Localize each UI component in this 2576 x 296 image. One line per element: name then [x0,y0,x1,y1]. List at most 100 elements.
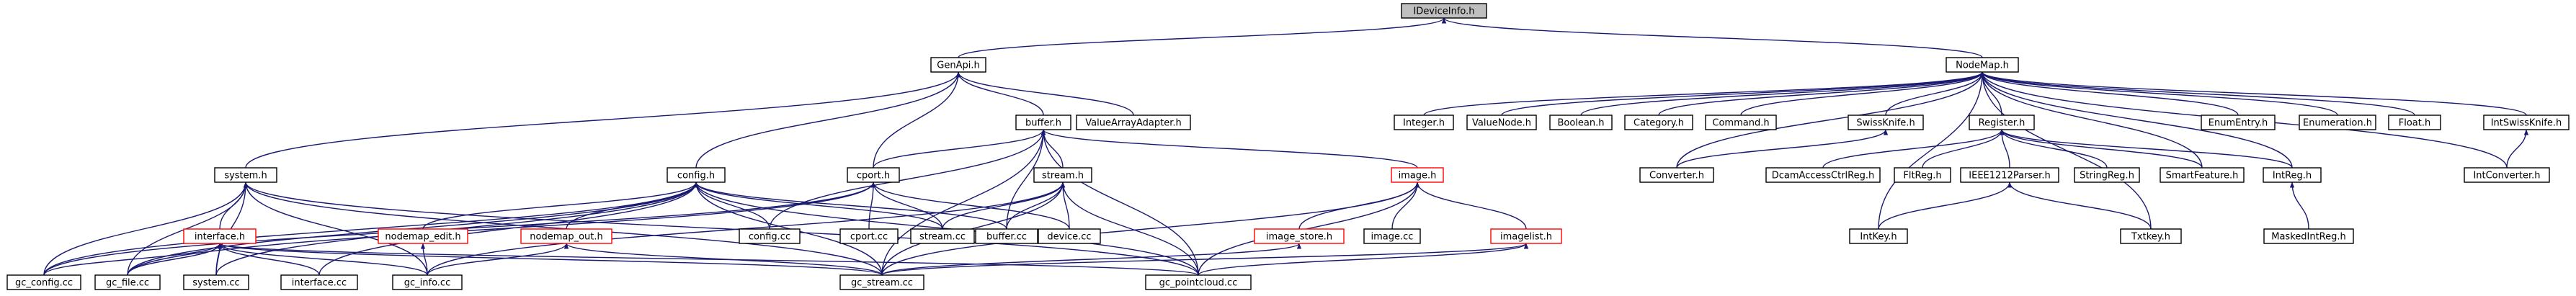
node-cport[interactable]: cport.h [847,167,900,183]
node-label: image_store.h [1266,232,1332,243]
node-box [214,167,277,183]
node-box [1960,167,2059,183]
edge-enumentry-to-nodemap [1979,71,2239,116]
node-dcamaccessctrlreg[interactable]: DcamAccessCtrlReg.h [1765,167,1881,183]
node-category[interactable]: Category.h [1624,115,1693,130]
node-gc-pointcloud-cc[interactable]: gc_pointcloud.cc [1145,274,1252,290]
node-device-cc[interactable]: device.cc [1038,228,1101,244]
edge-interface-cc-to-interface [217,243,320,276]
node-imagelist[interactable]: imagelist.h [1490,228,1562,244]
node-box [839,228,899,244]
edge-nodemap-to-ideviceinfo [1442,17,1983,58]
edge-stream-cc-to-stream [942,181,1066,230]
node-box [2074,167,2140,183]
node-image-store[interactable]: image_store.h [1254,228,1345,244]
node-label: IntConverter.h [2473,171,2540,181]
node-converter[interactable]: Converter.h [1639,167,1714,183]
node-box [1946,57,2019,73]
node-fltreg[interactable]: FltReg.h [1894,167,1951,183]
node-config[interactable]: config.h [667,167,726,183]
node-nodemap-edit[interactable]: nodemap_edit.h [378,228,468,244]
node-integer[interactable]: Integer.h [1394,115,1454,130]
node-intreg[interactable]: IntReg.h [2263,167,2322,183]
node-label: StringReg.h [2080,171,2134,181]
node-valuearrayadapter[interactable]: ValueArrayAdapter.h [1076,115,1191,130]
node-label: Category.h [1634,118,1684,129]
node-ideviceinfo[interactable]: IDeviceInfo.h [1401,3,1487,19]
edge-cport-to-buffer [873,129,1046,169]
node-swissknife[interactable]: SwissKnife.h [1848,115,1924,130]
node-label: SwissKnife.h [1856,118,1915,129]
node-label: config.cc [749,232,790,243]
node-box [667,167,726,183]
node-box [1490,228,1562,244]
node-gc-file-cc[interactable]: gc_file.cc [94,274,161,290]
edge-imagelist-to-image [1414,181,1527,230]
node-intswissknife[interactable]: IntSwissKnife.h [2483,115,2570,130]
edge-gc-file-cc-to-interface [127,243,223,276]
node-float[interactable]: Float.h [2388,115,2441,130]
node-maskedintreg[interactable]: MaskedIntReg.h [2263,228,2354,244]
edge-valuearrayadapter-to-genapi [955,71,1134,116]
edge-device-cc-to-stream [1060,181,1070,230]
node-stringreg[interactable]: StringReg.h [2074,167,2140,183]
node-label: GenApi.h [937,60,979,71]
node-label: nodemap_edit.h [385,232,460,243]
node-box [1363,228,1421,244]
edge-valuenode-to-nodemap [1501,71,1985,116]
node-system-cc[interactable]: system.cc [183,274,249,290]
node-box [520,228,612,244]
node-register[interactable]: Register.h [1969,115,2035,130]
edge-enumeration-to-nodemap [1979,71,2338,116]
node-system[interactable]: system.h [214,167,277,183]
node-valuenode[interactable]: ValueNode.h [1466,115,1537,130]
node-nodemap-out[interactable]: nodemap_out.h [520,228,612,244]
node-box [2299,115,2376,130]
node-smartfeature[interactable]: SmartFeature.h [2160,167,2245,183]
node-buffer-cc[interactable]: buffer.cc [975,228,1038,244]
node-label: MaskedIntReg.h [2271,232,2346,243]
node-label: FltReg.h [1903,171,1941,181]
edge-stream-cc-to-config [693,181,943,230]
node-ieee1212parser[interactable]: IEEE1212Parser.h [1960,167,2059,183]
node-txtkey[interactable]: Txtkey.h [2120,228,2182,244]
node-config-cc[interactable]: config.cc [739,228,801,244]
node-label: ValueNode.h [1472,118,1531,129]
node-interface-cc[interactable]: interface.cc [280,274,358,290]
edge-cport-cc-to-cport [868,181,876,230]
node-label: stream.cc [919,232,966,243]
node-gc-config-cc[interactable]: gc_config.cc [6,274,81,290]
node-boolean[interactable]: Boolean.h [1549,115,1613,130]
edge-txtkey-to-ieee1212parser [2007,181,2152,230]
node-buffer[interactable]: buffer.h [1015,115,1071,130]
node-enumeration[interactable]: Enumeration.h [2299,115,2376,130]
node-nodemap[interactable]: NodeMap.h [1946,57,2019,73]
node-box [183,228,257,244]
node-cport-cc[interactable]: cport.cc [839,228,899,244]
node-image-cc[interactable]: image.cc [1363,228,1421,244]
node-box [378,228,468,244]
edge-intconverter-to-intswissknife [2506,129,2529,169]
node-gc-info-cc[interactable]: gc_info.cc [392,274,463,290]
node-box [2120,228,2182,244]
node-box [2483,115,2570,130]
node-genapi[interactable]: GenApi.h [930,57,986,73]
edge-buffer-cc-to-buffer [1006,129,1046,230]
node-box [1849,228,1908,244]
node-command[interactable]: Command.h [1705,115,1777,130]
node-gc-stream-cc[interactable]: gc_stream.cc [839,274,924,290]
node-box [2160,167,2245,183]
node-stream[interactable]: stream.h [1033,167,1092,183]
node-enumentry[interactable]: EnumEntry.h [2201,115,2276,130]
edge-gc-config-cc-to-config [43,181,699,276]
edge-genapi-to-ideviceinfo [958,17,1447,58]
node-image[interactable]: image.h [1391,167,1444,183]
node-box [1765,167,1881,183]
edge-buffer-cc-to-stream [1006,181,1066,230]
node-label: Boolean.h [1557,118,1604,129]
node-intconverter[interactable]: IntConverter.h [2464,167,2550,183]
edge-swissknife-to-nodemap [1885,71,1985,116]
node-stream-cc[interactable]: stream.cc [910,228,975,244]
node-interface[interactable]: interface.h [183,228,257,244]
node-intkey[interactable]: IntKey.h [1849,228,1908,244]
